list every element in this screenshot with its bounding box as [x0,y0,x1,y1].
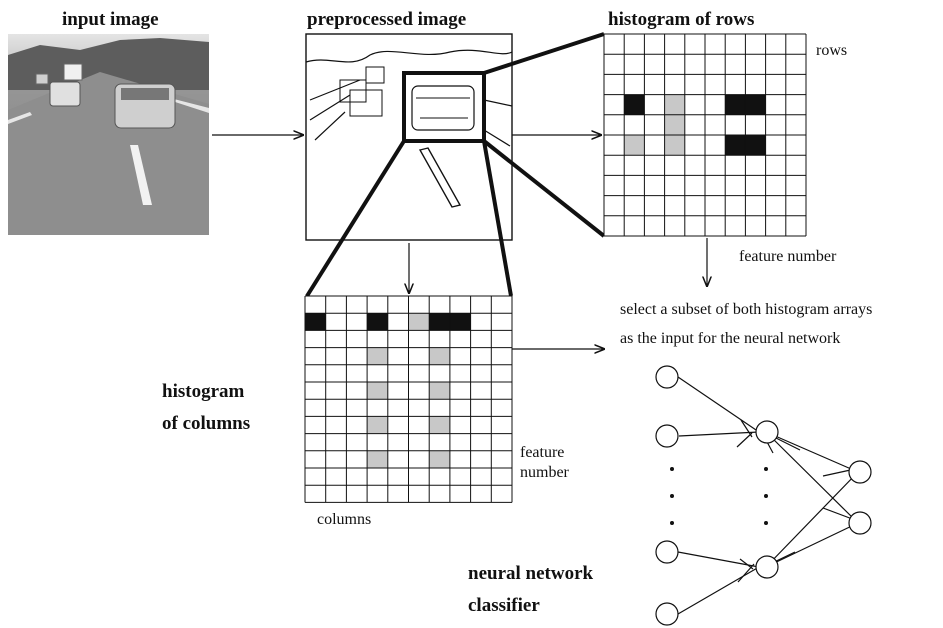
columns-histogram-cell [429,416,450,434]
rows-feature-number-label: feature number [739,248,837,265]
input-node-2 [655,424,679,448]
columns-histogram-cell [367,347,388,365]
columns-histogram-cell [305,313,326,331]
input-node-1 [655,365,679,389]
columns-histogram-cell [367,450,388,468]
columns-axis-label: columns [317,511,372,528]
columns-histogram-cell [429,347,450,365]
columns-feature-label-2: number [520,464,569,481]
rows-histogram-cell [624,94,645,115]
rows-histogram-cell [664,114,685,135]
rows-histogram-cell [725,94,746,115]
neural-network-title-1: neural network [468,563,594,584]
columns-histogram-cell [408,313,430,331]
hidden-node-1 [755,420,779,444]
selection-text-line2: as the input for the neural network [620,330,841,347]
histogram-columns-title-2: of columns [162,413,251,434]
rows-histogram-cell [624,135,645,156]
zoom-lines [305,32,606,298]
input-node-4 [655,602,679,626]
rows-axis-label: rows [816,42,848,59]
rows-histogram-cell [664,94,685,115]
hidden-node-2 [755,555,779,579]
preprocessed-image-title: preprocessed image [307,9,467,30]
columns-histogram-cell [429,450,450,468]
rows-histogram-cell [725,135,746,156]
columns-histogram-grid [304,295,513,503]
neural-network [655,365,872,626]
columns-feature-label-1: feature [520,444,565,461]
columns-histogram-cell [367,313,388,331]
input-image-title: input image [62,9,159,30]
rows-histogram-cell [664,135,685,156]
columns-histogram-cell [429,313,450,331]
columns-histogram-cell [429,382,450,400]
preprocessed-image [305,33,513,241]
rows-histogram-cell [745,135,766,156]
columns-histogram-cell [367,416,388,434]
columns-histogram-cell [367,382,388,400]
input-node-3 [655,540,679,564]
selection-text-line1: select a subset of both histogram arrays [620,301,873,318]
output-node-2 [848,511,872,535]
ellipsis-dots [670,467,768,525]
histogram-columns-title-1: histogram [162,381,245,402]
histogram-rows-title: histogram of rows [608,9,755,30]
neural-network-title-2: classifier [468,595,540,616]
rows-histogram-grid [603,33,807,237]
input-image-photo [8,34,209,235]
output-node-1 [848,460,872,484]
columns-histogram-cell [449,313,471,331]
rows-histogram-cell [745,94,766,115]
